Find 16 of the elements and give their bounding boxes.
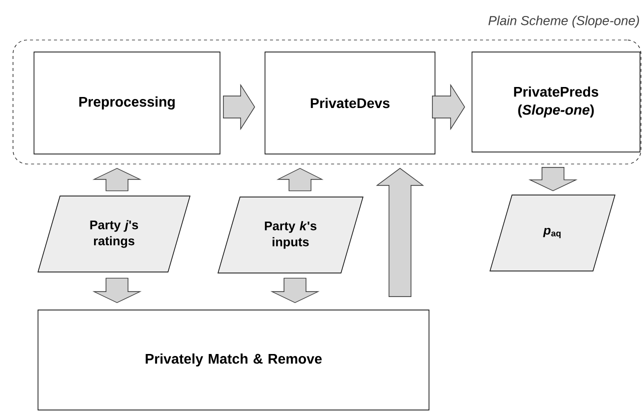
process-box: Privately Match & Remove [38, 310, 430, 410]
process-box: PrivatePreds (Slope-one) [472, 52, 640, 152]
data-parallelogram: p$_{aq}$ [490, 194, 616, 272]
block-arrow [528, 167, 578, 192]
block-arrow [376, 168, 424, 297]
process-box: Preprocessing [34, 52, 220, 154]
data-parallelogram: Party k's inputs [218, 196, 364, 274]
group-heading: Plain Scheme (Slope-one) [488, 16, 639, 28]
block-arrow [92, 278, 142, 304]
data-parallelogram: Party j's ratings [38, 196, 190, 272]
process-box: PrivateDevs [264, 52, 436, 154]
block-arrow [270, 278, 320, 304]
block-arrow [432, 84, 466, 130]
block-arrow [223, 84, 256, 130]
block-arrow [276, 168, 324, 192]
block-arrow [92, 168, 142, 192]
